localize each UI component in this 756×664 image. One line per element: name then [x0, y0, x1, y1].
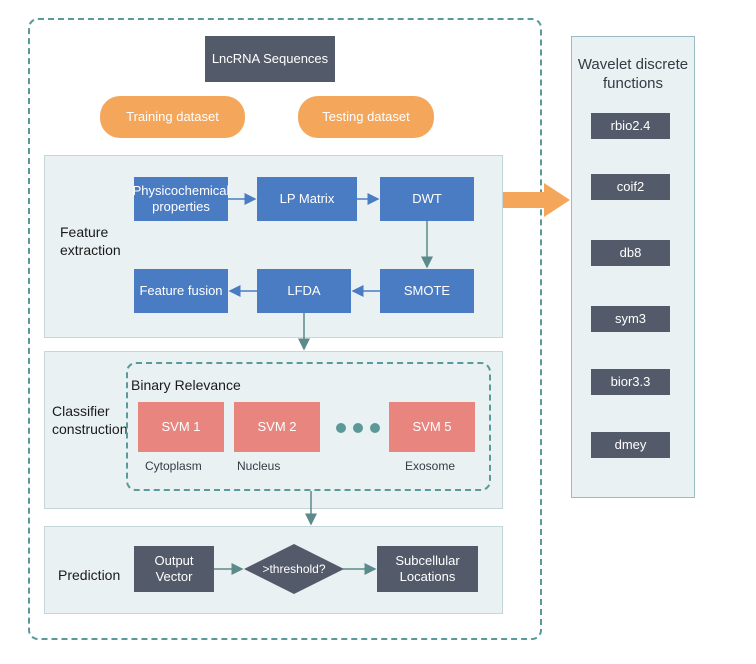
physicochemical-box: Physicochemical properties: [133, 177, 229, 221]
prediction-label: Prediction: [58, 567, 121, 583]
wavelet-item-db8: db8: [591, 240, 670, 266]
smote-box: SMOTE: [380, 269, 474, 313]
ellipsis-dot-3: [370, 423, 380, 433]
dwt-box: DWT: [380, 177, 474, 221]
pipeline-container: [28, 18, 542, 640]
arrow-dwt-to-wavelet: [503, 183, 570, 217]
feature-extraction-label: Feature extraction: [60, 224, 121, 258]
lfda-box: LFDA: [257, 269, 351, 313]
wavelet-item-dmey: dmey: [591, 432, 670, 458]
wavelet-title: Wavelet discrete functions: [577, 56, 689, 92]
wavelet-item-rbio2-4: rbio2.4: [591, 113, 670, 139]
lp-matrix-box: LP Matrix: [257, 177, 357, 221]
svm-2-box: SVM 2: [234, 402, 320, 452]
testing-dataset-pill: Testing dataset: [298, 96, 434, 138]
nucleus-label: Nucleus: [237, 459, 281, 473]
lncrna-sequences-box: LncRNA Sequences: [205, 36, 335, 82]
output-vector-box: Output Vector: [134, 546, 214, 592]
wavelet-item-coif2: coif2: [591, 174, 670, 200]
ellipsis-dot-1: [336, 423, 346, 433]
exosome-label: Exosome: [405, 459, 456, 473]
wavelet-item-sym3: sym3: [591, 306, 670, 332]
wavelet-item-bior3-3: bior3.3: [591, 369, 670, 395]
threshold-diamond: [244, 544, 344, 594]
svm-5-box: SVM 5: [389, 402, 475, 452]
cytoplasm-label: Cytoplasm: [145, 459, 202, 473]
threshold-label: >threshold?: [262, 562, 325, 576]
binary-relevance-label: Binary Relevance: [131, 377, 241, 393]
training-dataset-pill: Training dataset: [100, 96, 245, 138]
feature-fusion-box: Feature fusion: [134, 269, 228, 313]
classifier-label: Classifier construction: [52, 403, 128, 437]
subcellular-locations-box: Subcellular Locations: [377, 546, 478, 592]
binary-relevance-box: [126, 362, 491, 491]
svm-1-box: SVM 1: [138, 402, 224, 452]
ellipsis-dot-2: [353, 423, 363, 433]
